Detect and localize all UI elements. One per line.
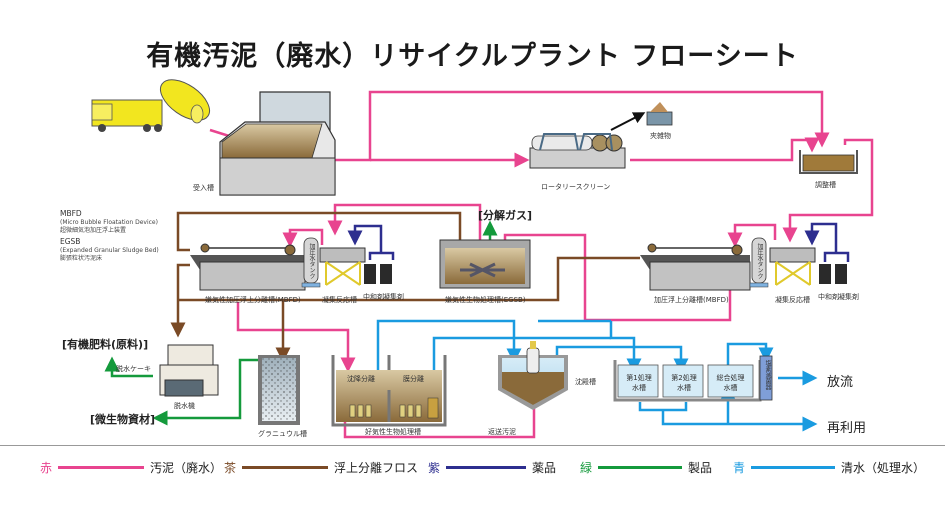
label-microbial-material: [微生物資材] — [90, 413, 156, 426]
label-neutralizer-right: 中和剤 — [818, 293, 839, 301]
label-granule-tank: グラニュウル槽 — [258, 430, 307, 438]
debris-cart — [646, 102, 673, 126]
label-dewatered-cake: 脱水ケーキ — [116, 365, 151, 373]
label-mbfd-anaerobic: 嫌気性加圧浮上分離槽(MBFD) — [205, 296, 301, 304]
label-treat2: 第2処理 水槽 — [671, 374, 697, 392]
page-title: 有機汚泥（廃水）リサイクルプラント フローシート — [146, 41, 799, 72]
granule-tank — [258, 355, 300, 425]
legend-swatch — [751, 466, 836, 469]
label-aerobic-tank: 好気性生物処理槽 — [365, 428, 421, 436]
label-membrane-sep: 膜分離 — [403, 375, 424, 383]
debris-arrow — [610, 112, 646, 131]
legend-swatch — [446, 466, 527, 469]
legend-label: 清水（処理水） — [841, 461, 926, 475]
legend-label: 浮上分離フロス — [334, 461, 419, 475]
chemical-lines — [347, 222, 850, 262]
coag-tank-left — [319, 247, 366, 286]
legend-swatch — [598, 466, 683, 469]
legend-divider — [0, 445, 945, 446]
receiving-tank — [219, 91, 336, 196]
label-pressure-tank-left: 加圧水タンク — [308, 243, 315, 279]
coag-tank-right — [769, 247, 816, 286]
label-sedimentation-sep: 沈降分離 — [347, 375, 375, 383]
abbr-english: (Expanded Granular Sludge Bed) — [60, 247, 159, 254]
legend-label: 薬品 — [532, 461, 557, 475]
legend-swatch — [242, 466, 329, 469]
abbreviation-egsb: EGSB (Expanded Granular Sludge Bed) 膨張粒状… — [60, 238, 159, 263]
adjustment-tank — [799, 150, 858, 174]
label-egsb: 嫌気性生物処理槽(EGSB) — [445, 296, 526, 304]
rotary-screen — [529, 133, 626, 169]
sludge-lines — [209, 90, 874, 439]
aerobic-tank — [331, 355, 447, 427]
settling-tank — [498, 341, 568, 410]
legend-key: 赤 — [40, 461, 53, 475]
legend-key: 茶 — [224, 461, 237, 475]
legend-swatch — [58, 466, 145, 469]
legend-item-product: 緑 製品 — [580, 459, 712, 476]
legend-key: 緑 — [580, 461, 593, 475]
label-return-sludge: 返送汚泥 — [488, 428, 516, 436]
label-coagulant-left: 凝集剤 — [383, 293, 404, 301]
label-decomp-gas: [分解ガス] — [478, 209, 533, 222]
legend-key: 青 — [733, 461, 746, 475]
label-coagulant-right: 凝集剤 — [838, 293, 859, 301]
chlorine-sterilizer — [759, 355, 773, 401]
chemical-drums-left — [364, 264, 392, 284]
label-treat1: 第1処理 水槽 — [626, 374, 652, 392]
vacuum-truck — [91, 79, 210, 132]
legend-key: 紫 — [428, 461, 441, 475]
abbr-english: (Micro Bubble Floatation Device) — [60, 219, 158, 226]
pressure-tank-left — [301, 237, 321, 288]
abbr-term: MBFD — [60, 209, 82, 218]
label-discharge: 放流 — [827, 375, 854, 390]
label-rotary-screen: ロータリースクリーン — [541, 183, 611, 191]
egsb-tank — [439, 239, 531, 289]
legend-item-floss: 茶 浮上分離フロス — [224, 459, 418, 476]
label-debris: 夾雑物 — [650, 132, 671, 140]
mbfd-right — [640, 243, 751, 291]
label-chlorine: 塩素滅菌器 — [764, 360, 771, 390]
dewaterer — [159, 344, 219, 397]
floss-lines — [170, 211, 640, 363]
legend-item-chemical: 紫 薬品 — [428, 459, 556, 476]
legend-item-water: 青 清水（処理水） — [733, 459, 925, 476]
legend-item-sludge: 赤 汚泥（廃水） — [40, 459, 222, 476]
label-organic-fertilizer: [有機肥料(原料)] — [62, 338, 149, 351]
legend-label: 製品 — [688, 461, 713, 475]
mbfd-left — [190, 243, 306, 291]
legend-label: 汚泥（廃水） — [150, 461, 223, 475]
label-settling-tank: 沈殿槽 — [575, 378, 596, 386]
label-reuse: 再利用 — [827, 421, 867, 436]
label-coag-tank-left: 凝集反応槽 — [322, 296, 357, 304]
treatment-tanks — [613, 360, 762, 402]
abbr-term: EGSB — [60, 237, 81, 246]
pressure-tank-right — [749, 237, 769, 288]
abbr-japanese: 超微細気泡加圧浮上装置 — [60, 227, 127, 234]
chemical-drums-right — [819, 264, 847, 284]
label-mbfd: 加圧浮上分離槽(MBFD) — [654, 296, 729, 304]
label-coag-tank-right: 凝集反応槽 — [775, 296, 810, 304]
abbreviation-mbfd: MBFD (Micro Bubble Floatation Device) 超微… — [60, 210, 158, 235]
label-neutralizer-left: 中和剤 — [363, 293, 384, 301]
label-treat-total: 総合処理 水槽 — [716, 374, 745, 392]
abbr-japanese: 膨張粒状汚泥床 — [60, 255, 103, 262]
label-adjustment-tank: 調整槽 — [815, 181, 836, 189]
label-receiving-tank: 受入槽 — [193, 184, 214, 192]
label-dewaterer: 脱水機 — [174, 402, 195, 410]
label-pressure-tank-right: 加圧水タンク — [756, 243, 763, 279]
